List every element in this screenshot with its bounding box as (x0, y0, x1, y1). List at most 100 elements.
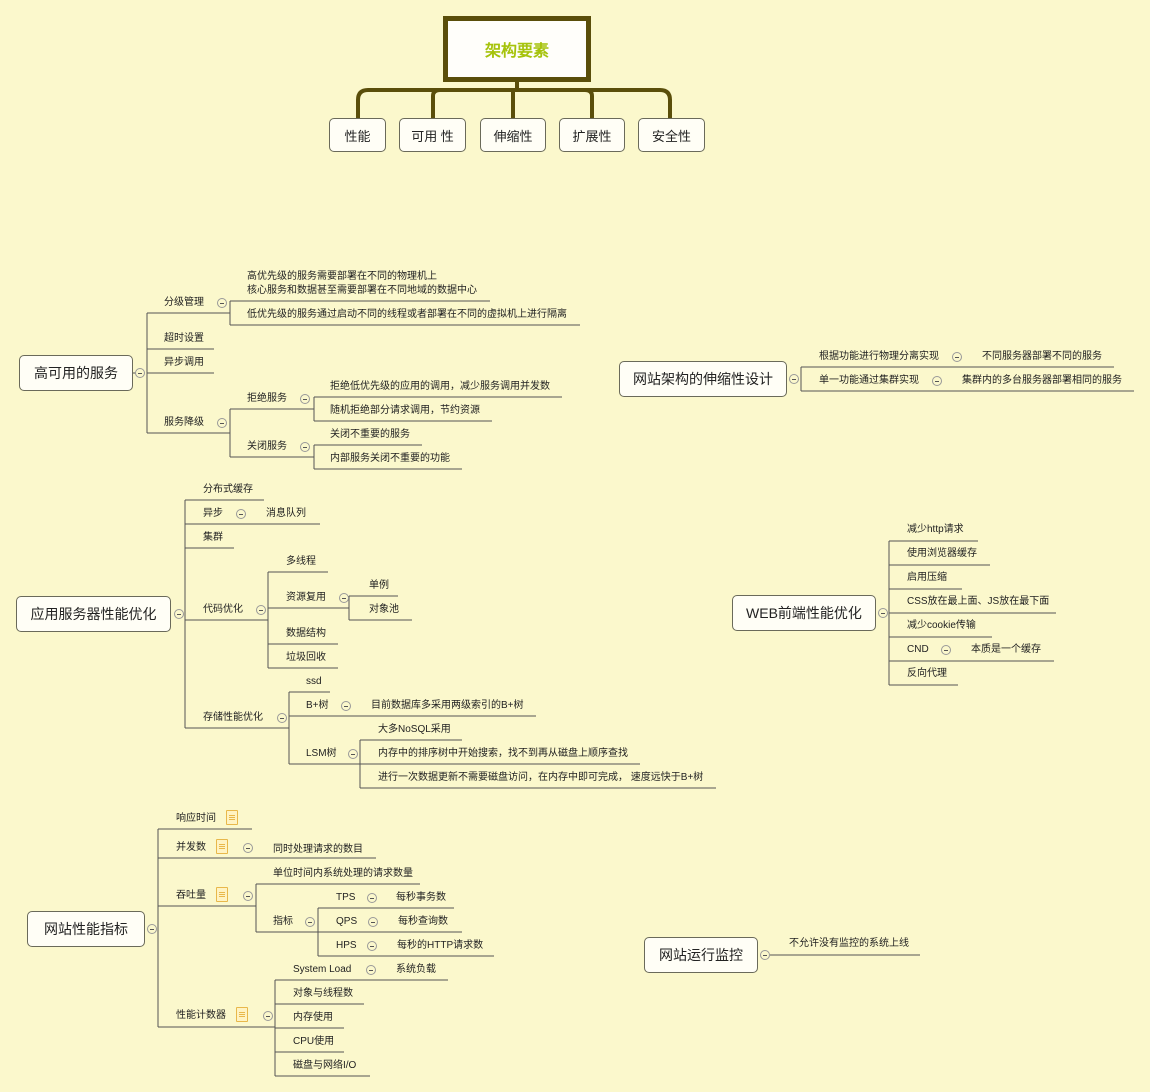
ha-reject-2[interactable]: 随机拒绝部分请求调用，节约资源 (330, 405, 480, 416)
app-singleton[interactable]: 单例 (369, 580, 389, 591)
ha-close[interactable]: 关闭服务 (247, 441, 287, 452)
ha-tier-collapse-icon[interactable] (217, 298, 227, 308)
metrics-tp-collapse-icon[interactable] (243, 891, 253, 901)
app-lsm[interactable]: LSM树 (306, 748, 337, 759)
metrics-conc-note-icon[interactable] (216, 839, 228, 854)
web-item-4[interactable]: 减少cookie传输 (907, 620, 976, 631)
metrics-sysload-collapse-icon[interactable] (366, 965, 376, 975)
app-lsm-collapse-icon[interactable] (348, 749, 358, 759)
scale-r1-collapse-icon[interactable] (952, 352, 962, 362)
metrics-sysload[interactable]: System Load (293, 964, 352, 975)
ha-degrade-collapse-icon[interactable] (217, 418, 227, 428)
monitor-collapse-icon[interactable] (760, 950, 770, 960)
metrics-ind-collapse-icon[interactable] (305, 917, 315, 927)
scale-r2[interactable]: 单一功能通过集群实现 (819, 375, 919, 386)
root-child-extensibility[interactable]: 扩展性 (559, 118, 625, 152)
metrics-tp[interactable]: 吞吐量 (176, 890, 206, 901)
app-reuse-collapse-icon[interactable] (339, 593, 349, 603)
metrics-counter[interactable]: 性能计数器 (176, 1010, 226, 1021)
ha-close-collapse-icon[interactable] (300, 442, 310, 452)
app-reuse[interactable]: 资源复用 (286, 592, 326, 603)
metrics-counter-note-icon[interactable] (236, 1007, 248, 1022)
scale-r2-collapse-icon[interactable] (932, 376, 942, 386)
app-btree-collapse-icon[interactable] (341, 701, 351, 711)
web-collapse-icon[interactable] (878, 608, 888, 618)
metrics-topic[interactable]: 网站性能指标 (27, 911, 145, 947)
metrics-collapse-icon[interactable] (147, 924, 157, 934)
app-ds[interactable]: 数据结构 (286, 628, 326, 639)
metrics-objthr[interactable]: 对象与线程数 (293, 988, 353, 999)
metrics-conc-desc[interactable]: 同时处理请求的数目 (273, 844, 363, 855)
ha-tier-b[interactable]: 低优先级的服务通过启动不同的线程或者部署在不同的虚拟机上进行隔离 (247, 309, 567, 320)
metrics-cpu[interactable]: CPU使用 (293, 1036, 335, 1047)
web-item-0[interactable]: 减少http请求 (907, 524, 964, 535)
app-collapse-icon[interactable] (174, 609, 184, 619)
app-btree[interactable]: B+树 (306, 700, 329, 711)
app-storage-collapse-icon[interactable] (277, 713, 287, 723)
web-cnd-child[interactable]: 本质是一个缓存 (971, 644, 1041, 655)
scale-topic[interactable]: 网站架构的伸缩性设计 (619, 361, 787, 397)
web-topic[interactable]: WEB前端性能优化 (732, 595, 876, 631)
scale-r1-child[interactable]: 不同服务器部署不同的服务 (982, 351, 1102, 362)
scale-r2-child[interactable]: 集群内的多台服务器部署相同的服务 (962, 375, 1122, 386)
metrics-tp-desc[interactable]: 单位时间内系统处理的请求数量 (273, 868, 413, 879)
root-child-performance[interactable]: 性能 (329, 118, 386, 152)
metrics-tps[interactable]: TPS (336, 892, 356, 903)
ha-close-1[interactable]: 关闭不重要的服务 (330, 429, 410, 440)
ha-tier-a2[interactable]: 核心服务和数据甚至需要部署在不同地域的数据中心 (247, 285, 477, 296)
web-item-3[interactable]: CSS放在最上面、JS放在最下面 (907, 596, 1050, 607)
metrics-mem[interactable]: 内存使用 (293, 1012, 333, 1023)
metrics-hps[interactable]: HPS (336, 940, 357, 951)
scale-r1[interactable]: 根据功能进行物理分离实现 (819, 351, 939, 362)
root-child-security[interactable]: 安全性 (638, 118, 705, 152)
metrics-hps-desc[interactable]: 每秒的HTTP请求数 (397, 940, 484, 951)
app-code-collapse-icon[interactable] (256, 605, 266, 615)
web-item-1[interactable]: 使用浏览器缓存 (907, 548, 977, 559)
app-async[interactable]: 异步 (203, 508, 223, 519)
ha-reject-collapse-icon[interactable] (300, 394, 310, 404)
metrics-rt[interactable]: 响应时间 (176, 813, 216, 824)
metrics-qps[interactable]: QPS (336, 916, 358, 927)
ha-close-2[interactable]: 内部服务关闭不重要的功能 (330, 453, 450, 464)
ha-tier[interactable]: 分级管理 (164, 297, 204, 308)
web-item-2[interactable]: 启用压缩 (907, 572, 947, 583)
metrics-qps-desc[interactable]: 每秒查询数 (398, 916, 448, 927)
ha-async[interactable]: 异步调用 (164, 357, 204, 368)
root-child-availability[interactable]: 可用 性 (399, 118, 466, 152)
app-lsm-1[interactable]: 大多NoSQL采用 (378, 724, 451, 735)
ha-collapse-icon[interactable] (135, 368, 145, 378)
ha-timeout[interactable]: 超时设置 (164, 333, 204, 344)
web-cnd-collapse-icon[interactable] (941, 645, 951, 655)
metrics-conc-collapse-icon[interactable] (243, 843, 253, 853)
ha-reject-1[interactable]: 拒绝低优先级的应用的调用，减少服务调用并发数 (330, 381, 550, 392)
metrics-io[interactable]: 磁盘与网络I/O (293, 1060, 357, 1071)
app-lsm-2[interactable]: 内存中的排序树中开始搜索，找不到再从磁盘上顺序查找 (378, 748, 628, 759)
monitor-rule[interactable]: 不允许没有监控的系统上线 (789, 938, 909, 949)
app-storage[interactable]: 存储性能优化 (203, 712, 263, 723)
app-thread[interactable]: 多线程 (286, 556, 316, 567)
app-lsm-3[interactable]: 进行一次数据更新不需要磁盘访问，在内存中即可完成， 速度远快于B+树 (378, 772, 704, 783)
app-cluster[interactable]: 集群 (203, 532, 223, 543)
monitor-topic[interactable]: 网站运行监控 (644, 937, 758, 973)
metrics-tp-note-icon[interactable] (216, 887, 228, 902)
root-node[interactable]: 架构要素 (443, 16, 591, 82)
ha-reject[interactable]: 拒绝服务 (247, 393, 287, 404)
metrics-qps-collapse-icon[interactable] (368, 917, 378, 927)
app-pool[interactable]: 对象池 (369, 604, 399, 615)
metrics-conc[interactable]: 并发数 (176, 842, 206, 853)
app-cache[interactable]: 分布式缓存 (203, 484, 253, 495)
metrics-rt-note-icon[interactable] (226, 810, 238, 825)
metrics-counter-collapse-icon[interactable] (263, 1011, 273, 1021)
app-mq[interactable]: 消息队列 (266, 508, 306, 519)
metrics-tps-desc[interactable]: 每秒事务数 (396, 892, 446, 903)
app-ssd[interactable]: ssd (306, 676, 322, 687)
app-code[interactable]: 代码优化 (203, 604, 243, 615)
app-topic[interactable]: 应用服务器性能优化 (16, 596, 171, 632)
metrics-tps-collapse-icon[interactable] (367, 893, 377, 903)
app-async-collapse-icon[interactable] (236, 509, 246, 519)
web-item-5[interactable]: CND (907, 644, 929, 655)
web-item-6[interactable]: 反向代理 (907, 668, 947, 679)
app-btree-desc[interactable]: 目前数据库多采用两级索引的B+树 (371, 700, 524, 711)
metrics-sysload-desc[interactable]: 系统负载 (396, 964, 436, 975)
app-gc[interactable]: 垃圾回收 (286, 652, 326, 663)
